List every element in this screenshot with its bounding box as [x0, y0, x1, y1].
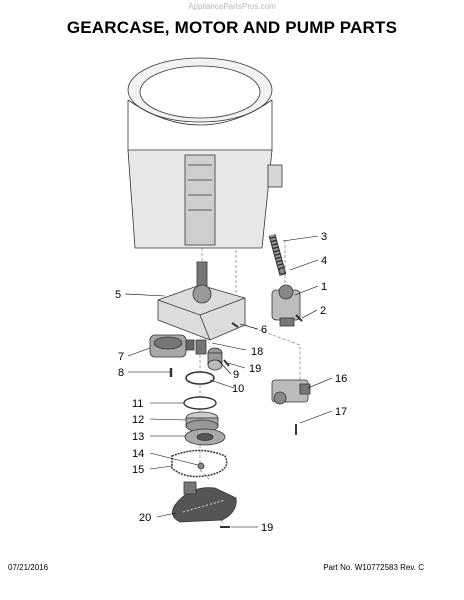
callout-6: 6	[261, 324, 267, 336]
diagram-title: GEARCASE, MOTOR AND PUMP PARTS	[66, 18, 398, 37]
part-5-gearcase-bracket	[157, 261, 246, 341]
callout-4: 4	[321, 255, 327, 267]
part-2-screw	[295, 314, 303, 322]
callout-17: 17	[335, 406, 347, 418]
part-18-pulley	[195, 339, 207, 355]
callout-labels: 3 4 1 2 5 6 7 8 18 9 10 19 11 12 13 14 1…	[115, 231, 347, 534]
part-9-coupling	[207, 347, 223, 371]
washer-tub	[127, 57, 283, 249]
callout-19-upper: 19	[249, 363, 261, 375]
callout-20: 20	[139, 512, 151, 524]
part-19-screw-upper	[223, 359, 230, 367]
callout-18: 18	[251, 346, 263, 358]
part-15-belt	[171, 449, 228, 478]
callout-5: 5	[115, 289, 121, 301]
callout-19-lower: 19	[261, 522, 273, 534]
callout-3: 3	[321, 231, 327, 243]
callout-2: 2	[320, 305, 326, 317]
callout-11: 11	[132, 398, 143, 410]
part-20-base	[172, 481, 237, 523]
callout-1: 1	[321, 281, 327, 293]
callout-8: 8	[118, 367, 124, 379]
footer-date: 07/21/2016	[8, 563, 49, 572]
part-11-ring	[183, 396, 217, 410]
watermark: AppliancePartsPros.com	[188, 2, 276, 11]
part-10-ring	[185, 371, 215, 385]
leader-lines	[124, 235, 333, 528]
callout-14: 14	[132, 448, 144, 460]
part-1-pump	[271, 284, 301, 327]
callout-10: 10	[232, 383, 244, 395]
part-14-nut	[197, 462, 205, 470]
part-7-motor	[149, 334, 195, 358]
callout-16: 16	[335, 373, 347, 385]
part-4-clamp	[278, 267, 286, 275]
callout-15: 15	[132, 464, 144, 476]
callout-12: 12	[132, 414, 144, 426]
part-16-pump-assembly	[271, 379, 311, 405]
callout-9: 9	[233, 369, 239, 381]
part-13-pulley	[184, 428, 226, 446]
callout-13: 13	[132, 431, 144, 443]
footer-part-number: Part No. W10772583 Rev. C	[323, 563, 424, 572]
callout-7: 7	[118, 351, 124, 363]
part-6-bolt	[231, 322, 239, 328]
